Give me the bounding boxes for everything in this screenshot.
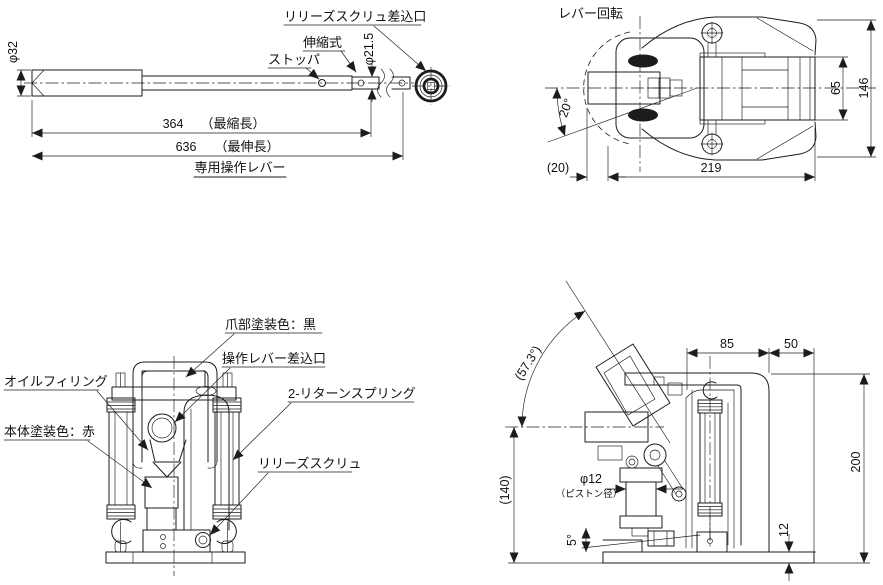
label-lever-port-text: 操作レバー差込口 [222, 351, 326, 366]
break-line [377, 68, 385, 98]
label-stopper: ストッパ [267, 52, 320, 80]
label-release-port-text: リリーズスクリュ差込口 [284, 9, 426, 24]
pump-body [144, 476, 179, 531]
label-lever-port: 操作レバー差込口 [174, 351, 326, 423]
dim-extended-value: 636 [176, 140, 197, 154]
dim-toe-tilt-label: 5° [565, 534, 579, 546]
label-oil-filling: オイルフィリング [3, 374, 149, 451]
dim-tube-dia-label: φ21.5 [362, 33, 376, 65]
dim-lever-angle: (57.3°) [512, 280, 671, 444]
stopper-pin [318, 79, 326, 87]
frame [624, 372, 770, 553]
dim-top: 85 50 [686, 337, 815, 552]
dim-toe-tilt: 5° [565, 528, 591, 552]
dim-extended: 636 （最伸長） [32, 92, 404, 161]
dim-rotation-angle: 20° [547, 87, 698, 143]
dim-tube-dia: φ21.5 [362, 33, 377, 102]
dim-overall-height-label: 200 [849, 452, 863, 473]
housing-shadow-bottom [628, 108, 658, 122]
dim-body-width-label: 65 [829, 81, 843, 95]
claw-top-plate [141, 370, 206, 388]
side-view: (57.3°) 85 50 200 12 (140) [498, 280, 870, 581]
dim-overall-width-label: 146 [857, 78, 871, 99]
top-view: 20° (20) 219 65 146 レバー回転 [545, 6, 876, 182]
dim-body-width: 65 [815, 56, 848, 121]
dim-bottom: (20) 219 [547, 108, 816, 182]
lever-socket-front [147, 413, 187, 478]
dim-lever-center-height-label: (140) [498, 475, 512, 504]
release-screw-front [195, 532, 211, 548]
lever-view-title: 専用操作レバー [193, 160, 287, 178]
lower-block [142, 529, 211, 553]
front-view: 爪部塗装色：黒 操作レバー差込口 オイルフィリング 本体塗装色：赤 2-リターン… [3, 317, 416, 576]
label-release-port: リリーズスクリュ差込口 [283, 9, 426, 72]
body-wings [641, 16, 817, 161]
dim-overall-width: 146 [817, 19, 876, 158]
dim-socket-offset-label: (20) [547, 161, 569, 175]
lever-socket-top [587, 71, 683, 105]
label-body-color-text: 本体塗装色：赤 [4, 424, 95, 439]
release-screw-side [647, 530, 675, 547]
base-plate-side [581, 530, 815, 564]
label-claw-color: 爪部塗装色：黒 [185, 317, 323, 378]
dim-toe-height: 12 [777, 523, 816, 581]
dim-handle-dia: φ32 [6, 41, 31, 97]
label-telescopic-text: 伸縮式 [303, 35, 342, 50]
dim-retracted: 364 （最縮長） [31, 93, 372, 138]
pivot-bolt [643, 443, 667, 467]
dim-toe-reach-label: 85 [720, 337, 734, 351]
dim-retracted-value: 364 [163, 117, 184, 131]
return-spring-left [106, 397, 136, 553]
break-line [386, 68, 394, 98]
spring-anchor-pins [115, 372, 233, 388]
toe-slope-line [581, 534, 701, 549]
socket-housing [615, 37, 705, 139]
lever-socket-side [584, 343, 687, 502]
dim-piston-dia-label: φ12 [580, 472, 602, 486]
lever-view: φ32 φ21.5 364 （最縮長） 636 （最伸長） ストッパ [6, 9, 450, 178]
dim-piston-dia: φ12 （ピストン径） [556, 472, 683, 500]
dim-overall-height: 200 [771, 373, 870, 564]
label-claw-color-text: 爪部塗装色：黒 [225, 317, 316, 332]
dim-extended-note: （最伸長） [214, 139, 279, 154]
dim-body-length-label: 219 [701, 161, 722, 175]
spring-hook-side [702, 381, 718, 400]
link-strap [657, 460, 684, 495]
main-cylinder [183, 386, 230, 531]
piston [619, 467, 663, 537]
dim-lever-center-height: (140) [498, 427, 603, 564]
dim-frame-back-label: 50 [784, 337, 798, 351]
screw-top [700, 21, 724, 45]
label-lever-rotation: レバー回転 [558, 6, 623, 21]
claw-arm-arch [132, 361, 218, 469]
dim-retracted-note: （最縮長） [200, 116, 265, 131]
lever-end-view [412, 67, 450, 105]
dim-lever-angle-label: (57.3°) [512, 343, 544, 382]
shoulder-plate [111, 386, 237, 401]
dim-handle-dia-label: φ32 [6, 41, 20, 63]
screw-bottom [700, 132, 724, 156]
return-spring-side [696, 399, 728, 553]
lever-end-section [351, 68, 411, 98]
label-release-screw-text: リリーズスクリュ [258, 456, 361, 471]
dim-rotation-angle-label: 20° [556, 97, 576, 120]
base-plate-front [105, 551, 246, 564]
body-core [699, 42, 816, 135]
label-oil-filling-text: オイルフィリング [4, 374, 108, 389]
label-telescopic: 伸縮式 [302, 35, 357, 73]
label-return-spring-text: 2-リターンスプリング [288, 386, 416, 401]
lever-view-title-text: 専用操作レバー [194, 160, 285, 175]
housing-shadow-top [628, 54, 658, 68]
dim-toe-height-label: 12 [777, 523, 791, 537]
label-body-color: 本体塗装色：赤 [3, 424, 153, 489]
label-return-spring: 2-リターンスプリング [232, 386, 416, 461]
label-stopper-text: ストッパ [268, 52, 320, 67]
dim-piston-dia-note: （ピストン径） [556, 488, 623, 500]
lever-rotation-arc [583, 31, 631, 145]
label-release-screw: リリーズスクリュ [209, 456, 361, 536]
